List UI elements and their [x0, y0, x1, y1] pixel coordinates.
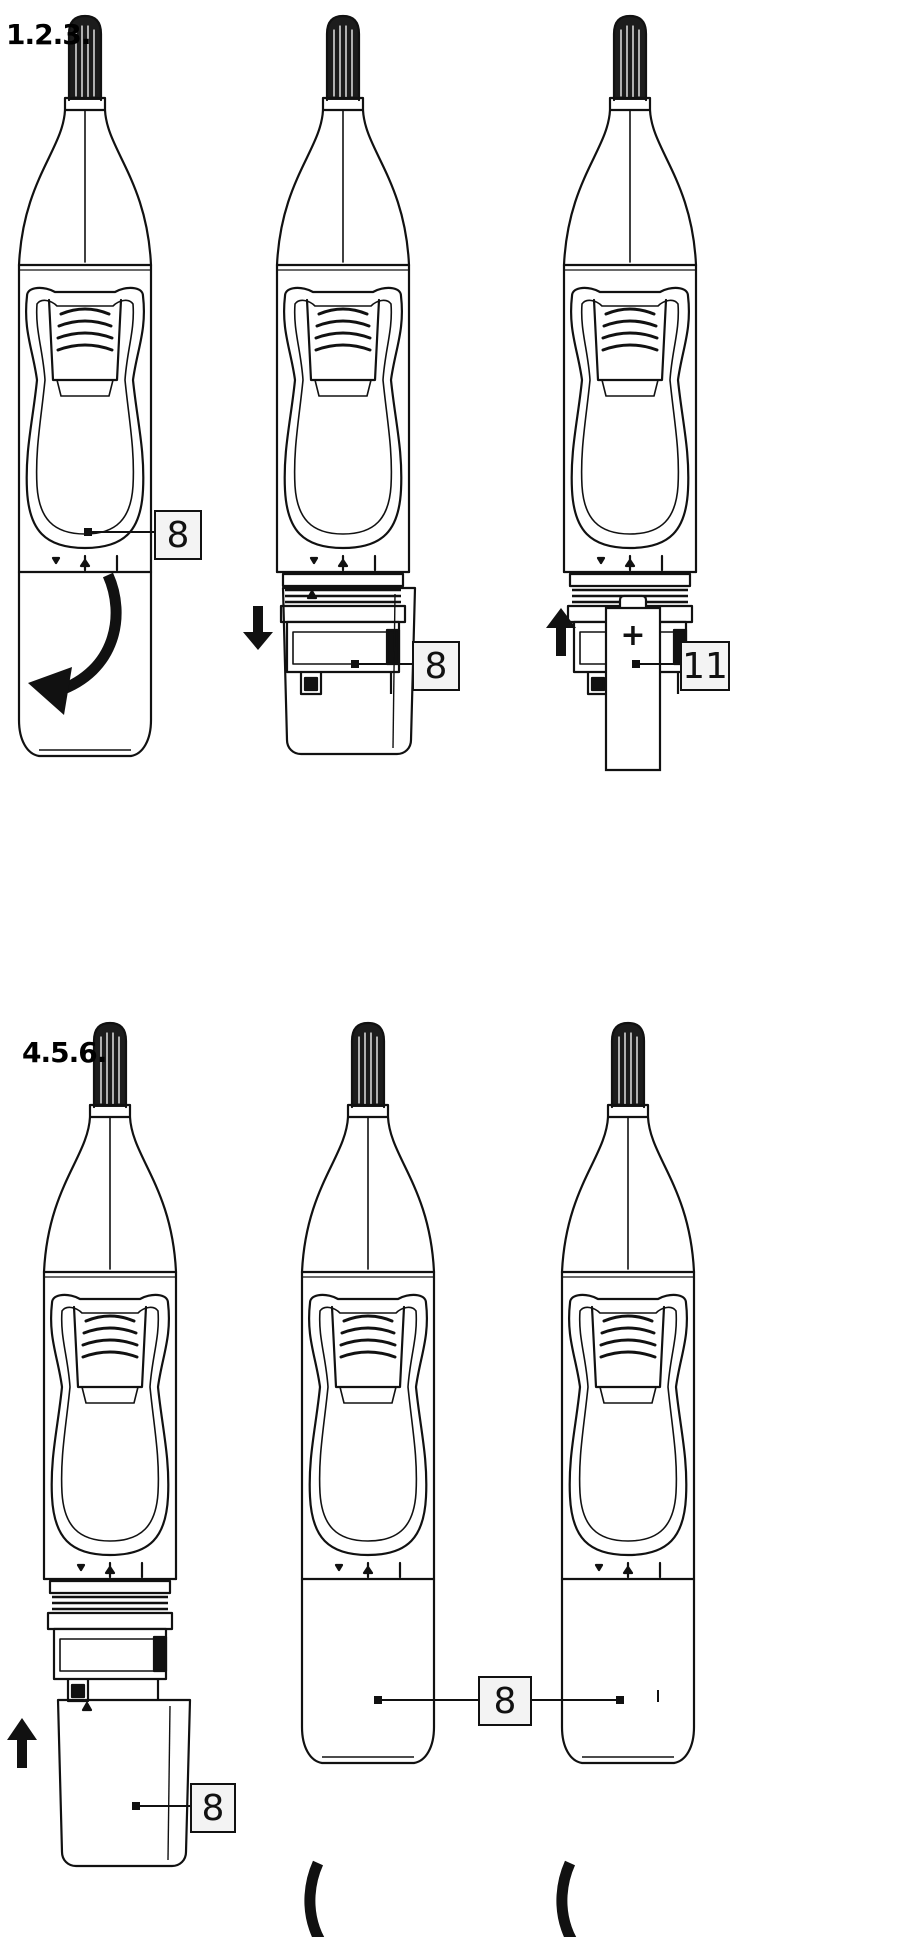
leader-dot-step-3	[632, 660, 640, 668]
arrow-up-icon	[7, 1718, 37, 1768]
leader-dot-step-6	[616, 1696, 624, 1704]
arrow-up-icon	[546, 608, 576, 656]
cap-loose-step-4	[56, 1698, 192, 1868]
arrow-down-icon	[243, 606, 273, 650]
callout-step-2: 8	[412, 641, 460, 691]
callout-step-3: 11	[680, 641, 730, 691]
leader-dot-step-1	[84, 528, 92, 536]
battery-plus-symbol: +	[620, 618, 645, 653]
steps-label-top: 1.2.3.	[6, 18, 91, 51]
rotate-arrow-icon	[28, 575, 116, 715]
rotate-arrow-icon	[310, 1863, 398, 1937]
leader-dot-step-5	[374, 1696, 382, 1704]
callout-step-1: 8	[154, 510, 202, 560]
trimmer-step-3	[562, 14, 698, 696]
trimmer-step-4	[42, 1021, 178, 1703]
trimmer-step-2	[275, 14, 411, 696]
steps-label-bottom: 4.5.6.	[22, 1036, 107, 1069]
battery-icon	[604, 594, 662, 772]
leader-dot-step-4	[132, 1802, 140, 1810]
trimmer-step-5	[300, 1021, 436, 1765]
leader-dot-step-2	[351, 660, 359, 668]
callout-step-4: 8	[190, 1783, 236, 1833]
rotate-arrow-icon	[562, 1863, 650, 1937]
trimmer-step-6	[560, 1021, 696, 1765]
callout-step-5-6: 8	[478, 1676, 532, 1726]
trimmer-step-1	[17, 14, 153, 758]
